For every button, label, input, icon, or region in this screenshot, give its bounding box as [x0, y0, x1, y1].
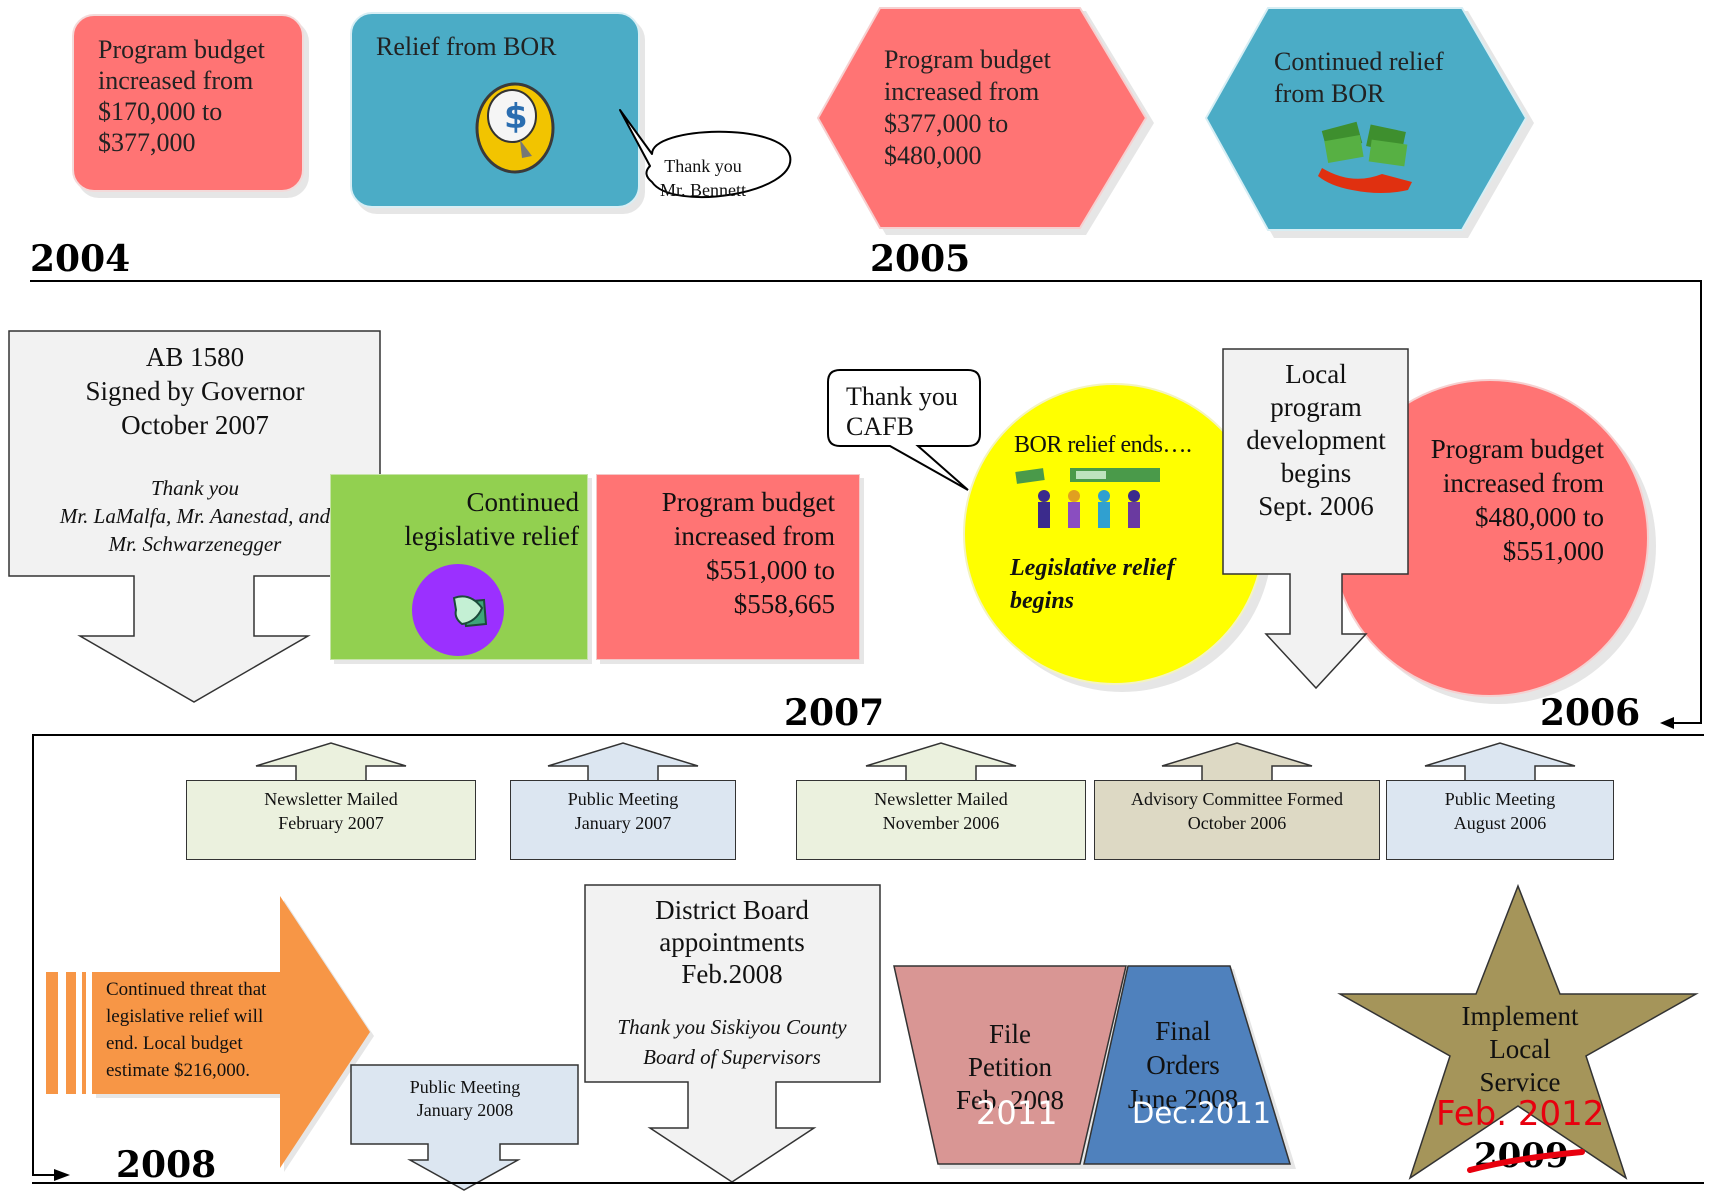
up-arrow-icon: [865, 742, 1017, 789]
thank-you-cafb-bubble: [827, 369, 981, 491]
event-date: January 2007: [574, 813, 672, 833]
up-arrow-icon: [547, 742, 699, 789]
continued-threat-arrow: [46, 896, 374, 1172]
event-date: August 2006: [1453, 813, 1547, 833]
local-program-callout: [1222, 348, 1409, 690]
implement-new-date: Feb. 2012: [1436, 1094, 1605, 1134]
budget-2005-hexagon: [816, 7, 1154, 235]
hand-money-icon: [412, 564, 504, 656]
year-2004: 2004: [30, 238, 131, 280]
arrow-left-icon: [1660, 717, 1674, 729]
timeline-line-1: [30, 280, 1702, 282]
year-2007: 2007: [784, 692, 885, 734]
timeline-right-connector: [1700, 280, 1702, 724]
relief-bor-box: Relief from BOR: [350, 12, 640, 208]
event-title: Newsletter Mailed: [264, 789, 398, 809]
money-transfer-icon: [1318, 121, 1412, 193]
implement-service-star: [1337, 883, 1699, 1180]
event-title: Public Meeting: [567, 789, 679, 809]
timeline-line-3: [32, 1182, 1704, 1184]
event-title: Newsletter Mailed: [874, 789, 1008, 809]
bor-relief-ends-circle: [963, 383, 1272, 692]
thank-you-bennett-bubble: [619, 109, 792, 199]
svg-text:$: $: [504, 97, 528, 137]
up-arrow-icon: [1424, 742, 1576, 789]
budget-2006-circle: [1331, 379, 1656, 704]
year-2006: 2006: [1540, 692, 1641, 734]
event-date: November 2006: [882, 813, 1000, 833]
public-meeting-2008-callout: [350, 1064, 579, 1191]
event-date: February 2007: [278, 813, 384, 833]
money-bulb-icon: $: [475, 82, 555, 174]
file-petition-trapezoid: [893, 965, 1132, 1169]
file-petition-new-date: 2011: [976, 1094, 1058, 1132]
timeline-left-bottom-connector: [32, 1174, 58, 1176]
event-date: October 2006: [1187, 813, 1287, 833]
timeline-right-connector-bottom: [1668, 722, 1702, 724]
district-board-callout: [584, 884, 881, 1183]
up-arrow-icon: [255, 742, 407, 789]
arrow-right-icon: [54, 1169, 70, 1181]
up-arrow-icon: [1161, 742, 1313, 789]
continued-relief-hexagon: [1204, 7, 1534, 238]
bor-relief-ends-text: BOR relief ends….: [1014, 432, 1192, 458]
year-2008: 2008: [116, 1144, 217, 1186]
event-title: Public Meeting: [1444, 789, 1556, 809]
people-money-icon: [1015, 468, 1160, 528]
timeline-line-2: [32, 734, 1704, 736]
relief-bor-title: Relief from BOR: [376, 32, 557, 61]
event-title: Advisory Committee Formed: [1131, 789, 1343, 809]
timeline-left-connector: [32, 734, 34, 1174]
strikethrough-mark: [1467, 1149, 1585, 1173]
year-2005: 2005: [870, 238, 971, 280]
final-orders-trapezoid: [1083, 965, 1296, 1169]
final-orders-new-date: Dec.2011: [1132, 1096, 1272, 1130]
